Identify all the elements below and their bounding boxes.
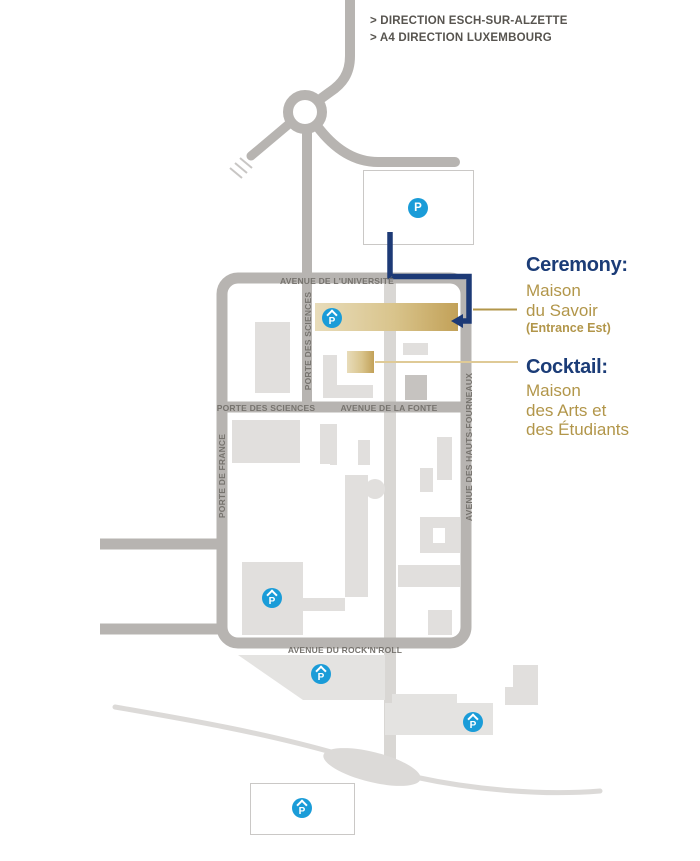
cocktail-venue-line: des Arts et — [526, 400, 607, 420]
highway-directions: > DIRECTION ESCH-SUR-ALZETTE > A4 DIRECT… — [370, 13, 568, 47]
street-label-rocknroll: AVENUE DU ROCK'N'ROLL — [287, 645, 403, 655]
ceremony-venue-line: du Savoir — [526, 301, 598, 320]
roads — [100, 0, 472, 649]
parking-letter: P — [469, 719, 477, 731]
parking-letter: P — [414, 201, 422, 214]
direction-line: > DIRECTION ESCH-SUR-ALZETTE — [370, 15, 568, 27]
parking-icon: P — [408, 198, 428, 218]
road-end-hatches — [229, 157, 253, 179]
covered-parking-icon: P — [322, 308, 342, 328]
ceremony-venue-name: Maison du Savoir — [526, 281, 598, 321]
direction-line: > A4 DIRECTION LUXEMBOURG — [370, 32, 552, 44]
ceremony-venue-line: Maison — [526, 281, 581, 300]
covered-parking-icon: P — [262, 588, 282, 608]
street-label-hauts-fourneaux: AVENUE DES HAUTS-FOURNEAUX — [464, 372, 474, 522]
arrowhead — [451, 314, 463, 328]
legend-connectors — [375, 308, 518, 363]
ceremony-entrance-note: (Entrance Est) — [526, 321, 611, 335]
cocktail-venue-line: Maison — [526, 381, 581, 400]
street-label-avenue-de-la-fonte: AVENUE DE LA FONTE — [340, 403, 438, 413]
cocktail-venue-line: des Étudiants — [526, 420, 630, 439]
street-label-porte-de-france: PORTE DE FRANCE — [217, 433, 227, 519]
cocktail-title: Cocktail: — [526, 356, 608, 378]
railway-line — [112, 704, 603, 796]
ceremony-title: Ceremony: — [526, 254, 628, 276]
cocktail-venue-name: Maison des Arts et des Étudiants — [526, 381, 629, 440]
maison-des-arts-building — [347, 351, 374, 373]
parking-letter: P — [317, 671, 325, 683]
street-label-universite: AVENUE DE L'UNIVERSITÉ — [280, 276, 394, 286]
route-arrow — [387, 232, 472, 328]
parking-letter: P — [328, 315, 336, 327]
street-label-porte-des-sciences: PORTE DES SCIENCES — [216, 403, 316, 413]
street-label-porte-des-sciences-vertical: PORTE DES SCIENCES — [303, 291, 313, 391]
station-blob — [323, 748, 421, 786]
parking-letter: P — [298, 805, 306, 817]
parking-letter: P — [268, 595, 276, 607]
roundabout — [283, 90, 327, 134]
covered-parking-icon: P — [311, 664, 331, 684]
covered-parking-icon: P — [292, 798, 312, 818]
covered-parking-icon: P — [463, 712, 483, 732]
